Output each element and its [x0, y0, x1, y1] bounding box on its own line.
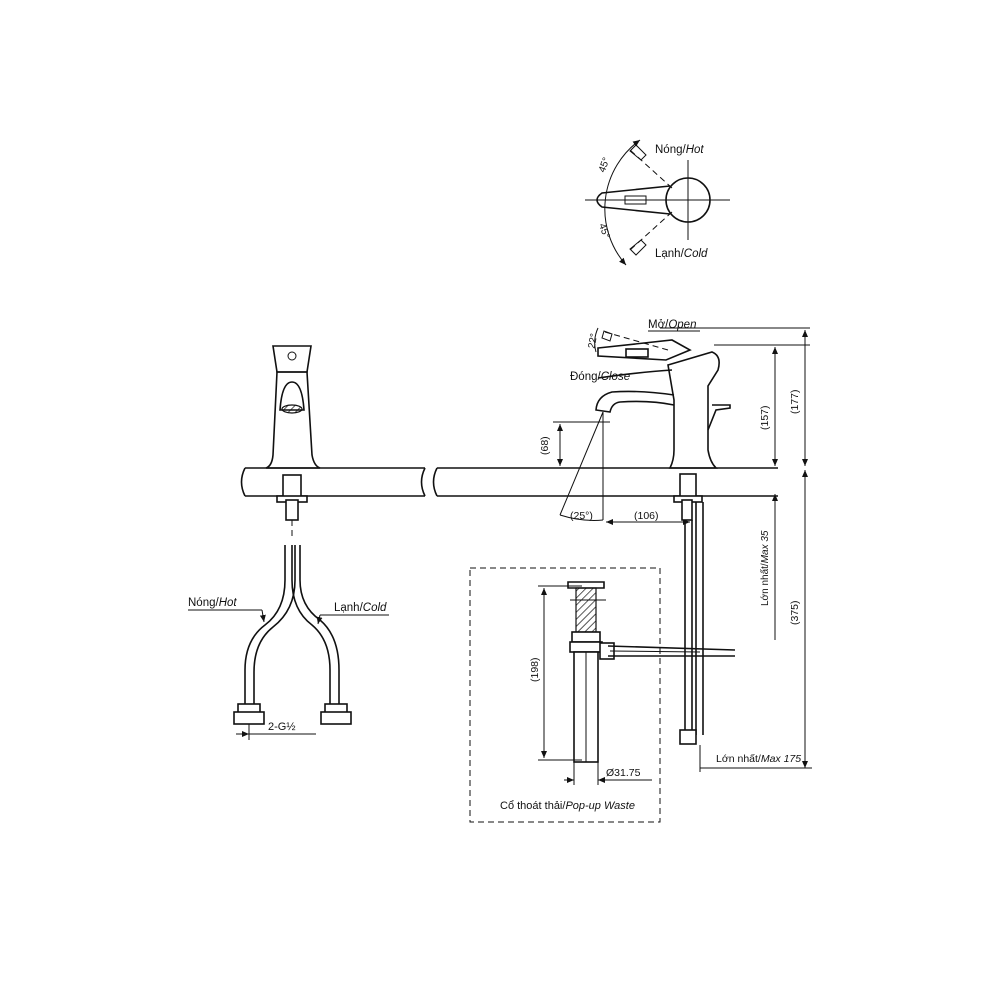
lever-angle-label: 22° [587, 333, 600, 350]
svg-text:Nóng/Hot: Nóng/Hot [655, 144, 704, 156]
top-angle-label: 45° [597, 156, 613, 174]
front-handle [272, 345, 312, 373]
handle-lever [596, 185, 671, 215]
svg-text:Lạnh/Cold: Lạnh/Cold [334, 602, 387, 614]
side-view: 22° Mở/Open Đóng/Close (25°) (68) (106) [539, 319, 812, 772]
top-hot-label-en: Hot [686, 144, 705, 156]
popup-waste-detail: (198) Ø31.75 Cổ thoát thải/Pop-up Waste [469, 567, 736, 823]
handle-knob [665, 177, 711, 223]
cold-hose [291, 545, 331, 705]
top-cold-label: Lạnh/ [655, 248, 685, 260]
svg-text:Lớn nhất/Max 35: Lớn nhất/Max 35 [759, 530, 771, 606]
max-deck-label: Lớn nhất/ [759, 563, 771, 606]
front-body [265, 371, 321, 469]
waste-length-label: (198) [529, 657, 541, 682]
spout-reach-label: (106) [634, 510, 659, 522]
svg-text:Lớn nhất/Max 175: Lớn nhất/Max 175 [716, 753, 801, 765]
front-cold-label: Lạnh/ [334, 602, 364, 614]
svg-text:Cổ thoát thải/Pop-up Waste: Cổ thoát thải/Pop-up Waste [500, 800, 635, 812]
lever-open [597, 339, 692, 361]
waste-title: Cổ thoát thải/ [500, 800, 566, 812]
front-cold-label-en: Cold [363, 602, 387, 614]
height-177-label: (177) [789, 389, 801, 414]
hot-hose [244, 545, 286, 705]
spout-height-label: (68) [539, 436, 551, 455]
open-label: Mở/ [648, 319, 669, 331]
waste-title-en: Pop-up Waste [565, 800, 635, 812]
bottom-angle-label: 45° [596, 222, 612, 240]
height-157-label: (157) [759, 405, 771, 430]
countertop [240, 467, 778, 497]
rotation-arc [604, 139, 641, 266]
front-hot-label: Nóng/ [188, 597, 219, 609]
close-label-en: Close [601, 371, 630, 383]
top-view: 45° 45° Nóng/Hot Lạnh/Cold [585, 139, 730, 266]
open-label-en: Open [668, 319, 696, 331]
svg-text:Lạnh/Cold: Lạnh/Cold [655, 248, 708, 260]
waste-detail-frame [469, 567, 661, 823]
top-cold-label-en: Cold [684, 248, 708, 260]
spout-angle-label: (25°) [570, 510, 593, 522]
top-hot-label: Nóng/ [655, 144, 686, 156]
max-deck-label-en: Max 35 [760, 530, 771, 563]
max-hose-label: Lớn nhất/ [716, 753, 761, 765]
front-hot-label-en: Hot [219, 597, 238, 609]
spout [595, 390, 675, 413]
svg-text:Nóng/Hot: Nóng/Hot [188, 597, 237, 609]
side-body [667, 351, 720, 469]
svg-text:Đóng/Close: Đóng/Close [570, 371, 630, 383]
svg-text:Mở/Open: Mở/Open [648, 319, 696, 331]
close-label: Đóng/ [570, 371, 601, 383]
front-view: Nóng/Hot Lạnh/Cold 2-G½ [188, 345, 389, 740]
hose-length-label: (375) [789, 600, 801, 625]
waste-diameter-label: Ø31.75 [606, 767, 641, 779]
connection-label: 2-G½ [268, 721, 296, 733]
max-hose-label-en: Max 175 [761, 753, 801, 765]
